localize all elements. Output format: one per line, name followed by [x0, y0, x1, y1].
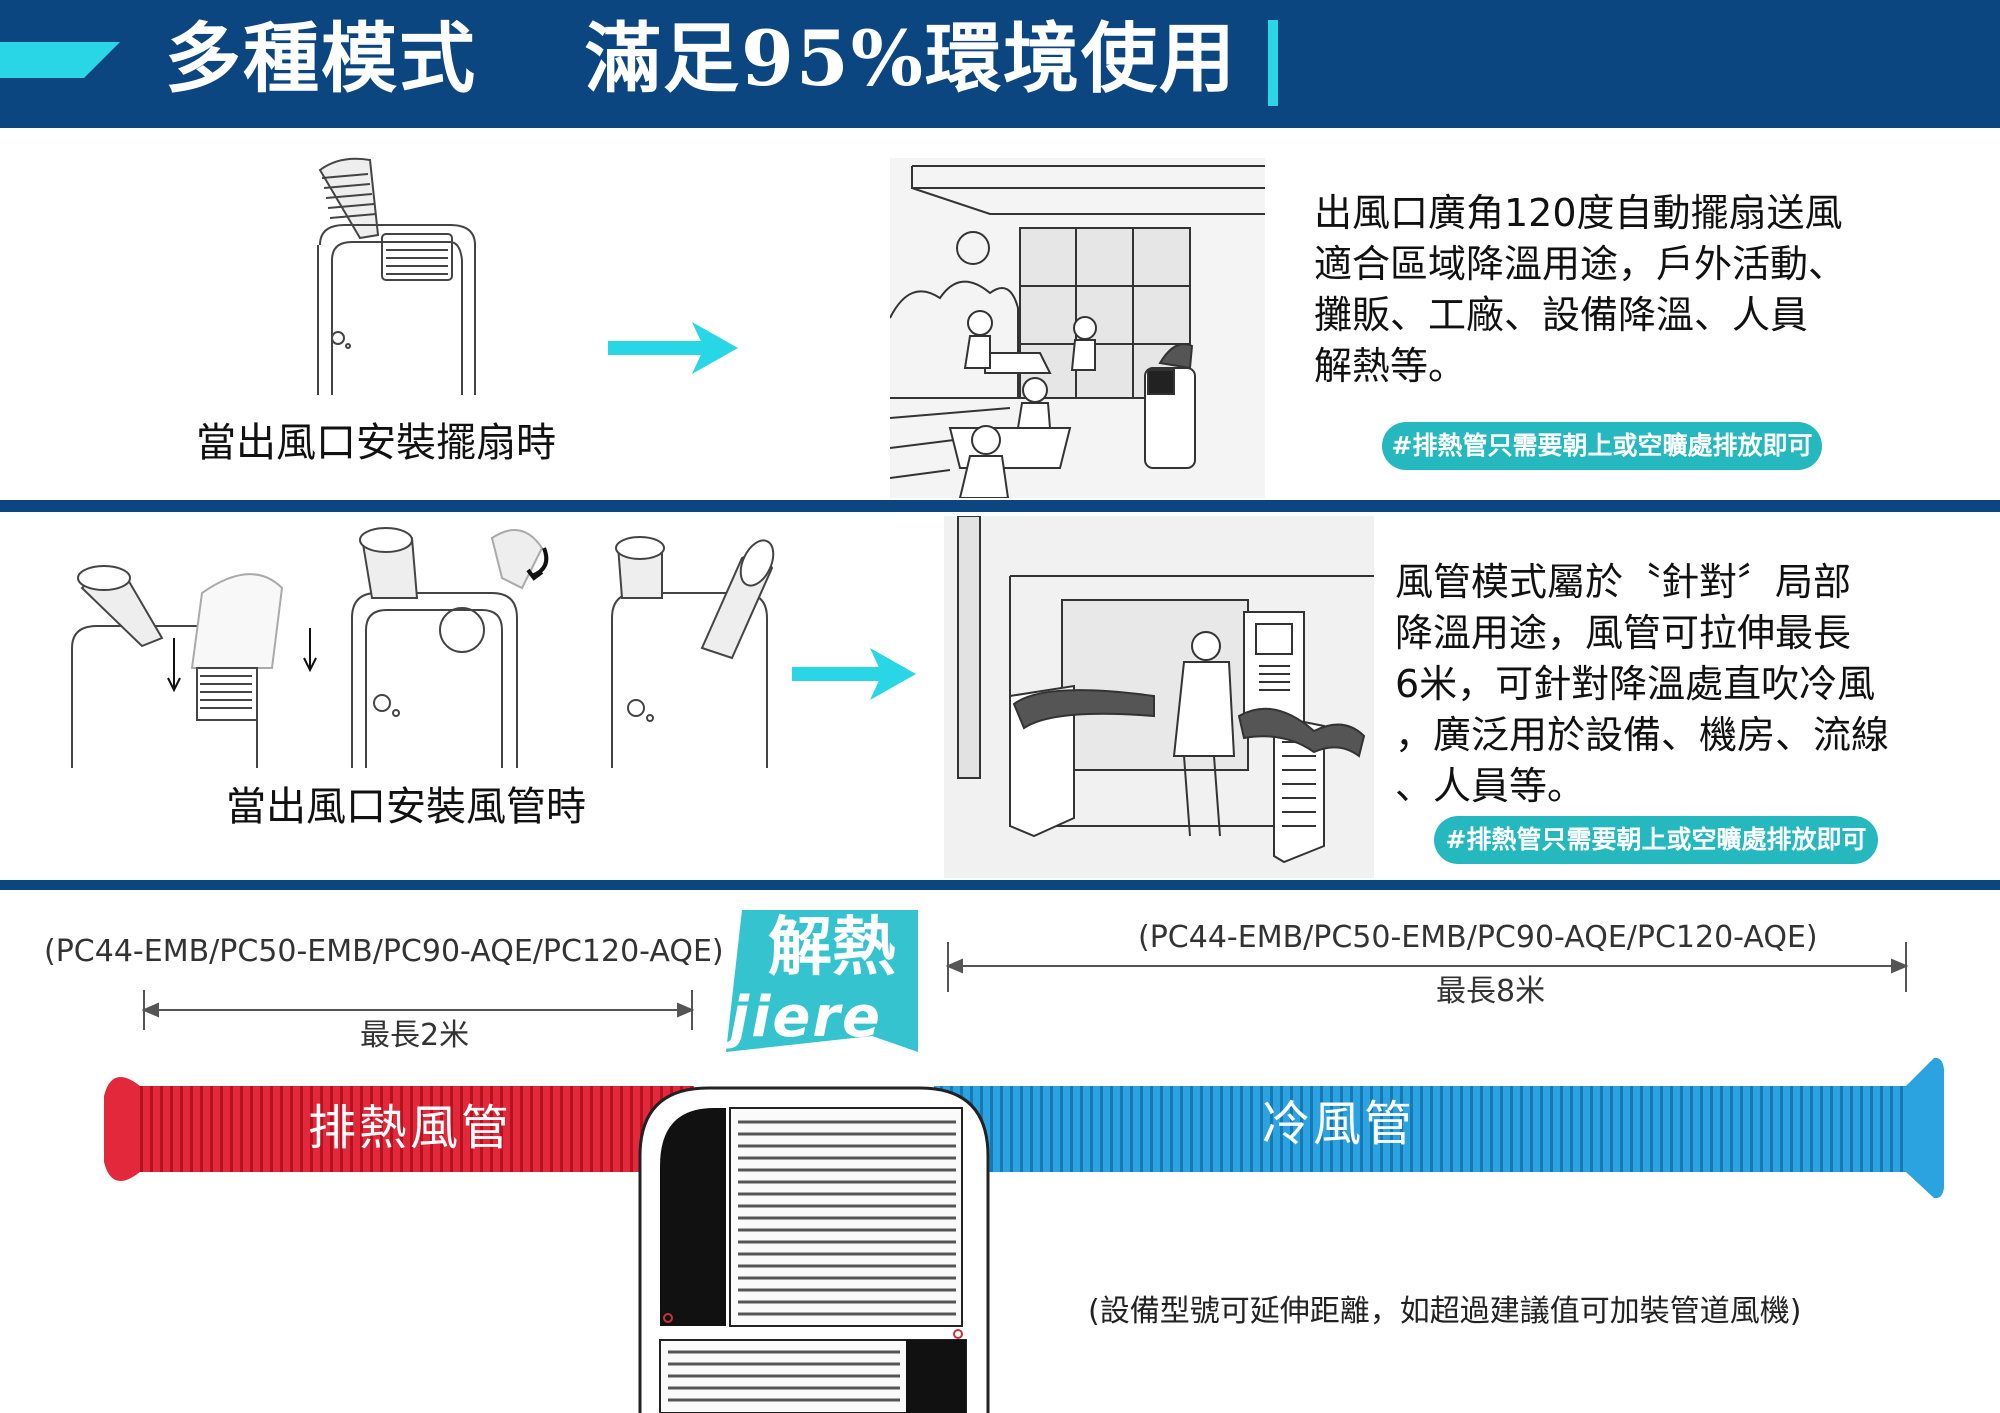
left-length-dimension-line — [142, 990, 694, 1030]
section-divider — [0, 500, 2000, 512]
duct-description-line: 風管模式屬於〝針對〞局部 — [1395, 560, 1852, 604]
arrow-right-icon — [608, 322, 738, 374]
right-max-length: 最長8米 — [1436, 974, 1546, 1009]
swing-description-line: 解熱等。 — [1314, 344, 1467, 388]
duct-install-steps-illustration — [71, 527, 775, 768]
header-accent-bar — [1268, 20, 1278, 106]
exhaust-hose-graphic — [104, 1077, 694, 1181]
cold-air-hose-graphic — [934, 1057, 1944, 1199]
extension-note: (設備型號可延伸距離，如超過建議值可加裝管道風機) — [1088, 1294, 1802, 1329]
swing-description-line: 出風口廣角120度自動擺扇送風 — [1314, 191, 1843, 235]
left-max-length: 最長2米 — [360, 1018, 470, 1053]
swing-tag-badge: #排熱管只需要朝上或空曠處排放即可 — [1382, 422, 1822, 470]
header-title-left: 多種模式 — [165, 14, 477, 103]
unit-swing-illustration — [317, 157, 476, 395]
exhaust-hose-label: 排熱風管 — [308, 1100, 513, 1156]
right-model-list: (PC44-EMB/PC50-EMB/PC90-AQE/PC120-AQE) — [1138, 920, 1818, 955]
ac-unit-front-view — [638, 1086, 990, 1413]
section-divider — [0, 880, 2000, 890]
cold-air-hose-label: 冷風管 — [1262, 1096, 1416, 1152]
duct-description-line: 、人員等。 — [1395, 764, 1586, 808]
equipment-scene-illustration — [944, 516, 1374, 878]
swing-caption: 當出風口安裝擺扇時 — [196, 420, 556, 466]
swing-description-line: 適合區域降溫用途，戶外活動、 — [1314, 242, 1847, 286]
outdoor-scene-illustration — [890, 158, 1265, 498]
jiere-logo: 解熱 jiere — [722, 906, 922, 1056]
logo-latin-text: jiere — [730, 985, 882, 1050]
duct-description-line: 降溫用途，風管可拉伸最長 — [1395, 611, 1852, 655]
left-model-list: (PC44-EMB/PC50-EMB/PC90-AQE/PC120-AQE) — [44, 934, 724, 969]
logo-chinese-text: 解熱 — [768, 910, 896, 985]
duct-caption: 當出風口安裝風管時 — [226, 784, 586, 830]
header-title-right: 滿足95%環境使用 — [585, 14, 1237, 103]
duct-description-line: 6米，可針對降溫處直吹冷風 — [1395, 662, 1876, 706]
header-banner: 多種模式 滿足95%環境使用 — [0, 0, 2000, 128]
duct-tag-badge: #排熱管只需要朝上或空曠處排放即可 — [1434, 816, 1878, 864]
arrow-right-icon — [792, 648, 916, 700]
jiere-logo-badge — [726, 910, 918, 1052]
swing-description: 出風口廣角120度自動擺扇送風 適合區域降溫用途，戶外活動、 攤販、工廠、設備降… — [1314, 188, 1846, 392]
duct-description-line: ，廣泛用於設備、機房、流線 — [1395, 713, 1890, 757]
header-accent-shape — [0, 42, 120, 78]
swing-description-line: 攤販、工廠、設備降溫、人員 — [1314, 293, 1809, 337]
duct-description: 風管模式屬於〝針對〞局部 降溫用途，風管可拉伸最長 6米，可針對降溫處直吹冷風 … — [1395, 557, 1889, 812]
right-length-dimension-line — [946, 942, 1908, 992]
